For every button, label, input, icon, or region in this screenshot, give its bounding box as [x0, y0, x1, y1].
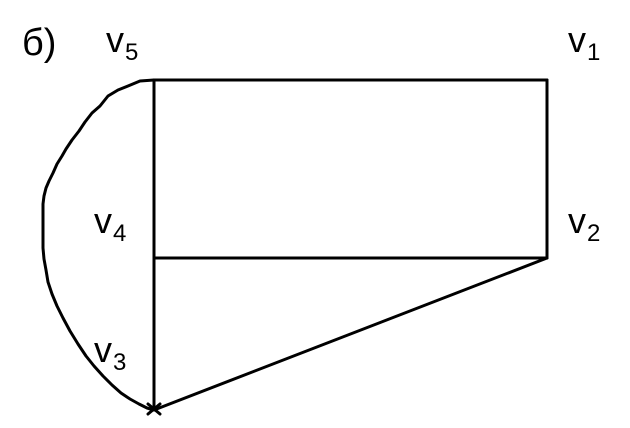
- vertex-letter: v: [106, 19, 124, 60]
- vertex-label-v5: v5: [106, 19, 138, 65]
- edge-v3-v2: [152, 256, 549, 412]
- part-label: б): [22, 22, 57, 64]
- vertex-index: 5: [125, 39, 139, 66]
- vertex-index: 2: [587, 220, 601, 247]
- vertex-letter: v: [568, 19, 586, 60]
- vertex-letter: v: [568, 200, 586, 241]
- vertex-letter: v: [94, 200, 112, 241]
- vertex-index: 1: [587, 39, 601, 66]
- vertex-label-v4: v4: [94, 200, 126, 246]
- vertex-label-v3: v3: [94, 329, 126, 375]
- vertex-v3-mark: [146, 402, 162, 416]
- vertex-letter: v: [94, 329, 112, 370]
- vertex-index: 4: [113, 220, 127, 247]
- edge-v5-v3-curve: [41, 78, 156, 412]
- vertex-index: 3: [113, 349, 127, 376]
- vertex-label-v1: v1: [568, 19, 600, 65]
- vertex-label-v2: v2: [568, 200, 600, 246]
